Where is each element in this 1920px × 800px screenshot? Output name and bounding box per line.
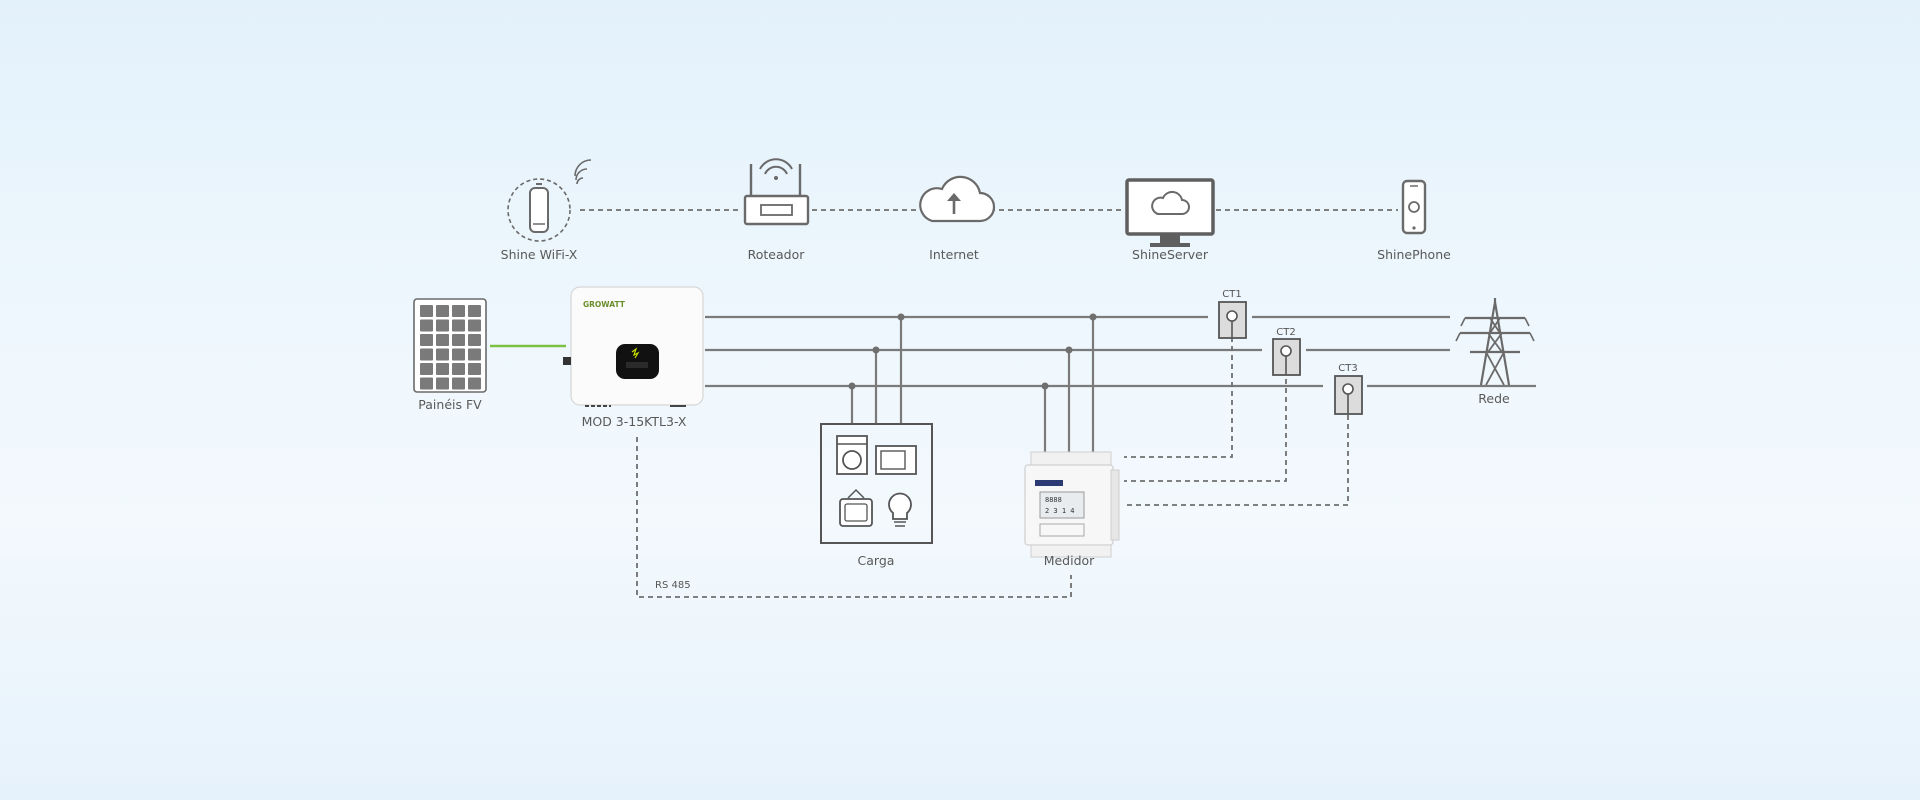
current-transformer-icon xyxy=(1218,301,1247,339)
pv-cell xyxy=(420,334,433,346)
pv-cell xyxy=(436,305,449,317)
router-label: Roteador xyxy=(748,247,806,262)
shine-phone-node[interactable]: ShinePhone xyxy=(1377,179,1451,262)
pv-cell xyxy=(420,348,433,361)
ct3-label: CT3 xyxy=(1338,363,1357,374)
pv-cell xyxy=(436,319,449,332)
grid-label: Rede xyxy=(1478,391,1510,406)
ct1-label: CT1 xyxy=(1222,289,1241,300)
pv-cell xyxy=(468,319,481,332)
pv-cell xyxy=(452,377,465,390)
shine-server-node[interactable]: ShineServer xyxy=(1125,178,1215,262)
rs485-link: RS 485 xyxy=(636,437,1072,598)
shine-phone-label: ShinePhone xyxy=(1377,247,1451,262)
appliances-icon xyxy=(820,423,933,544)
meter-label: Medidor xyxy=(1044,553,1095,568)
router-node[interactable]: Roteador xyxy=(743,158,810,262)
pv-cell xyxy=(452,319,465,332)
shine-server-label: ShineServer xyxy=(1132,247,1209,262)
load-label: Carga xyxy=(858,553,895,568)
meter-node[interactable]: 8888 2 3 1 4 Medidor xyxy=(1024,451,1120,568)
router-icon xyxy=(743,158,810,226)
shine-wifi-label: Shine WiFi-X xyxy=(501,247,578,262)
rs485-label: RS 485 xyxy=(655,580,691,591)
ct2-label: CT2 xyxy=(1276,327,1295,338)
inverter-brand: GROWATT xyxy=(583,300,626,309)
pv-cell xyxy=(436,363,449,375)
inverter-label: MOD 3-15KTL3-X xyxy=(582,414,687,429)
internet-label: Internet xyxy=(929,247,979,262)
pv-cell xyxy=(452,348,465,361)
pv-cell xyxy=(436,377,449,390)
current-transformer-icon xyxy=(1334,375,1363,415)
pv-cell xyxy=(468,377,481,390)
cloud-upload-icon xyxy=(919,175,996,223)
pv-panels-label: Painéis FV xyxy=(418,397,482,412)
inverter-node[interactable]: GROWATT MOD 3-15KTL3-X xyxy=(563,286,704,429)
wifi-dongle-icon xyxy=(507,159,592,242)
pv-cell xyxy=(468,305,481,317)
ct3-sensor[interactable]: CT3 xyxy=(1334,363,1363,415)
inverter-icon: GROWATT xyxy=(563,286,704,407)
pv-panels-node[interactable]: Painéis FV xyxy=(413,298,566,412)
svg-text:8888: 8888 xyxy=(1045,496,1062,504)
pv-cell xyxy=(420,319,433,332)
load-node[interactable]: Carga xyxy=(820,423,933,568)
pv-cell xyxy=(436,348,449,361)
power-lines xyxy=(705,313,1536,452)
ct-signal-lines xyxy=(1124,337,1349,506)
pv-cell xyxy=(468,334,481,346)
pv-cell xyxy=(452,305,465,317)
pv-cell xyxy=(468,363,481,375)
pv-cell xyxy=(436,334,449,346)
ct2-sensor[interactable]: CT2 xyxy=(1272,327,1301,376)
smartphone-icon xyxy=(1401,179,1427,235)
pv-cell xyxy=(452,334,465,346)
internet-node[interactable]: Internet xyxy=(919,175,996,262)
pv-cell xyxy=(452,363,465,375)
pv-cell xyxy=(468,348,481,361)
pv-cell xyxy=(420,377,433,390)
transmission-tower-icon xyxy=(1455,298,1535,386)
shine-wifi-node[interactable]: Shine WiFi-X xyxy=(501,159,592,262)
ct1-sensor[interactable]: CT1 xyxy=(1218,289,1247,339)
solar-panel-icon xyxy=(413,298,487,393)
svg-text:2 3 1 4: 2 3 1 4 xyxy=(1045,507,1075,515)
monitor-cloud-icon xyxy=(1125,178,1215,247)
energy-meter-icon: 8888 2 3 1 4 xyxy=(1024,451,1120,558)
grid-node[interactable]: Rede xyxy=(1455,298,1535,406)
pv-cell xyxy=(420,305,433,317)
current-transformer-icon xyxy=(1272,338,1301,376)
pv-cell xyxy=(420,363,433,375)
